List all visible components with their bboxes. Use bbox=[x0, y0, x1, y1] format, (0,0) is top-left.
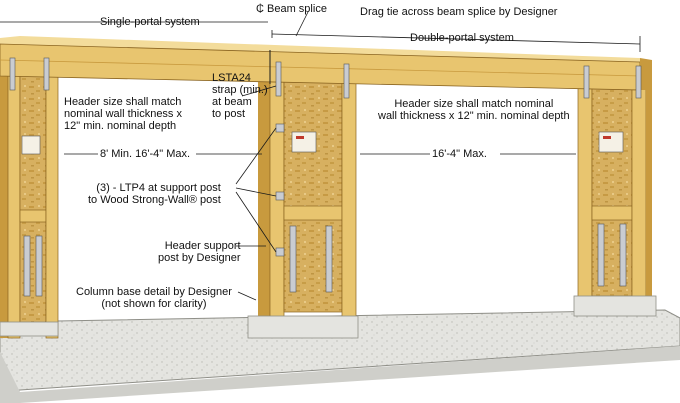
lsta24-strap-icon bbox=[9, 57, 642, 99]
beam-splice-label: ₵ Beam splice bbox=[256, 3, 327, 15]
header-beam bbox=[0, 36, 652, 91]
header-right-note: Header size shall match nominal wall thi… bbox=[378, 98, 570, 122]
drag-tie-label: Drag tie across beam splice by Designer bbox=[360, 6, 558, 18]
double-portal-label: Double-portal system bbox=[410, 32, 514, 44]
dimension-lines bbox=[0, 11, 641, 301]
ltp4-note: (3) - LTP4 at support post to Wood Stron… bbox=[88, 182, 221, 206]
strong-wall-left bbox=[0, 39, 59, 339]
concrete-slab bbox=[0, 309, 680, 403]
strong-wall-panel-icon bbox=[21, 131, 624, 155]
centerline-symbol: ₵ bbox=[256, 3, 264, 15]
hold-down-anchor-icon bbox=[23, 223, 627, 297]
single-portal-label: Single-portal system bbox=[100, 16, 200, 28]
column-base-note: Column base detail by Designer (not show… bbox=[76, 286, 232, 310]
lsta24-note: LSTA24 strap (min.) at beam to post bbox=[212, 72, 268, 120]
strong-wall-right bbox=[573, 61, 657, 317]
header-left-note: Header size shall match nominal wall thi… bbox=[64, 96, 182, 132]
dim-left: 8' Min. 16'-4" Max. bbox=[100, 148, 191, 160]
dim-right: 16'-4" Max. bbox=[432, 148, 487, 160]
header-support-note: Header support post by Designer bbox=[158, 240, 241, 264]
